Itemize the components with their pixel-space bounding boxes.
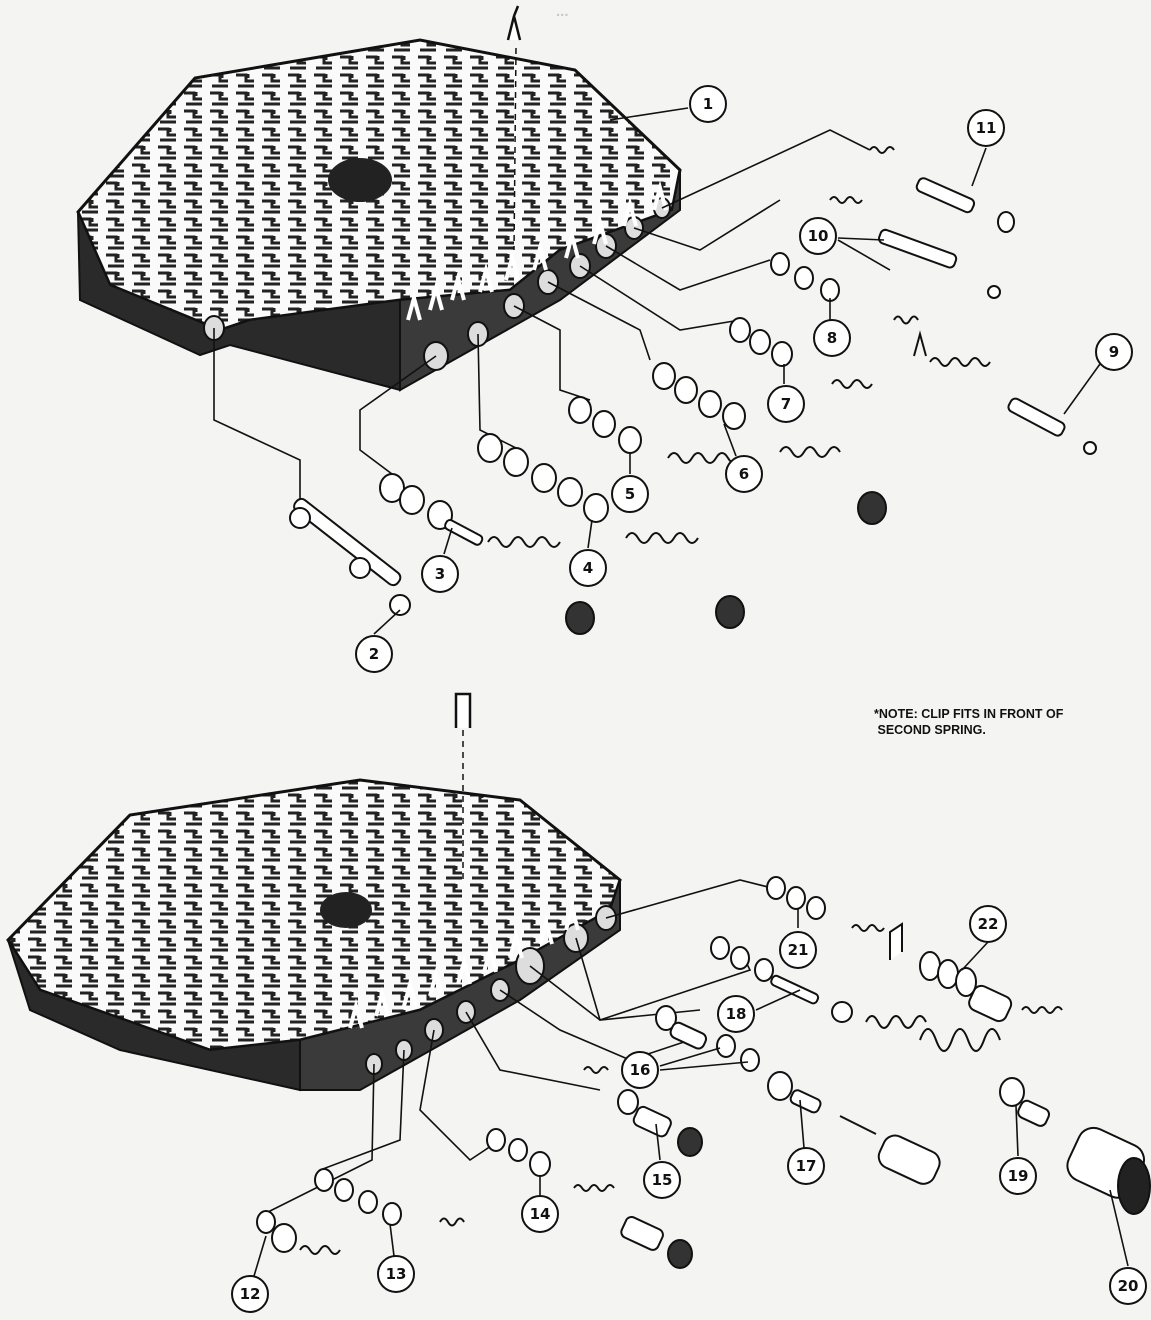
callout-label: 19	[1008, 1167, 1029, 1185]
callout-17: 17	[787, 1099, 825, 1185]
callout-label: 3	[435, 565, 445, 583]
upper-leader-lines	[213, 129, 871, 500]
callout-label: 10	[808, 227, 829, 245]
retainer-clip-top	[506, 5, 522, 251]
callout-4: 4	[569, 519, 607, 587]
valve-15	[583, 1066, 703, 1157]
callout-14: 14	[521, 1176, 559, 1233]
valve-14	[486, 1128, 693, 1269]
valve-11	[869, 146, 1015, 233]
valve-10	[829, 196, 1001, 299]
callout-13: 13	[377, 1223, 415, 1293]
callout-21: 21	[779, 908, 817, 969]
callout-label: 8	[827, 329, 837, 347]
valve-22	[889, 922, 1063, 1023]
clip-note: *NOTE: CLIP FITS IN FRONT OF SECOND SPRI…	[874, 706, 1063, 738]
callout-18: 18	[717, 989, 801, 1033]
retainer-clip-bottom	[454, 692, 472, 880]
background-text: ...	[556, 3, 569, 20]
callout-5: 5	[611, 452, 649, 513]
valve-5	[568, 396, 741, 464]
valve-19-spring	[865, 1015, 1051, 1127]
callout-9: 9	[1063, 333, 1133, 415]
callout-label: 4	[583, 559, 593, 577]
callout-19: 19	[999, 1105, 1037, 1195]
valve-13	[314, 1168, 465, 1227]
callout-12: 12	[231, 1235, 269, 1313]
callout-label: 22	[978, 915, 999, 933]
valve-21	[766, 876, 885, 932]
lower-valve-body	[6, 778, 622, 1092]
callout-3: 3	[421, 527, 459, 593]
callout-6: 6	[723, 423, 763, 493]
valve-6	[652, 362, 887, 525]
valve-16-17	[655, 1005, 941, 1185]
callout-label: 6	[739, 465, 749, 483]
callout-1: 1	[609, 85, 727, 123]
callout-label: 15	[652, 1171, 673, 1189]
upper-valve-body	[76, 38, 682, 392]
callout-label: 11	[976, 119, 997, 137]
clip-note-line-1: *NOTE: CLIP FITS IN FRONT OF	[874, 707, 1064, 721]
callout-16: 16	[621, 1047, 749, 1089]
callout-label: 17	[796, 1157, 817, 1175]
callout-label: 5	[625, 485, 635, 503]
plug-20	[1066, 1126, 1151, 1215]
callout-label: 20	[1118, 1277, 1139, 1295]
valve-4	[477, 433, 745, 629]
callout-label: 12	[240, 1285, 261, 1303]
valve-3	[379, 473, 595, 635]
callout-2: 2	[355, 609, 401, 673]
callout-15: 15	[643, 1123, 681, 1199]
valve-7	[729, 317, 873, 389]
callout-label: 9	[1109, 343, 1119, 361]
callout-label: 21	[788, 941, 809, 959]
callout-label: 14	[530, 1205, 551, 1223]
callout-8: 8	[813, 298, 851, 357]
callout-20: 20	[1109, 1189, 1147, 1305]
callout-label: 1	[703, 95, 713, 113]
callout-10: 10	[799, 217, 891, 271]
valve-2	[289, 497, 411, 616]
callout-label: 13	[386, 1265, 407, 1283]
callout-11: 11	[967, 109, 1005, 187]
clip-note-line-2: SECOND SPRING.	[877, 723, 986, 737]
callout-label: 18	[726, 1005, 747, 1023]
callout-label: 2	[369, 645, 379, 663]
callout-22: 22	[961, 905, 1007, 971]
retainer-clip-valve-8	[913, 330, 927, 357]
valve-12	[256, 1210, 341, 1255]
callout-7: 7	[767, 364, 805, 423]
callout-label: 7	[781, 395, 791, 413]
valve-8	[770, 252, 919, 325]
callout-label: 16	[630, 1061, 651, 1079]
valve-9	[929, 357, 1097, 455]
